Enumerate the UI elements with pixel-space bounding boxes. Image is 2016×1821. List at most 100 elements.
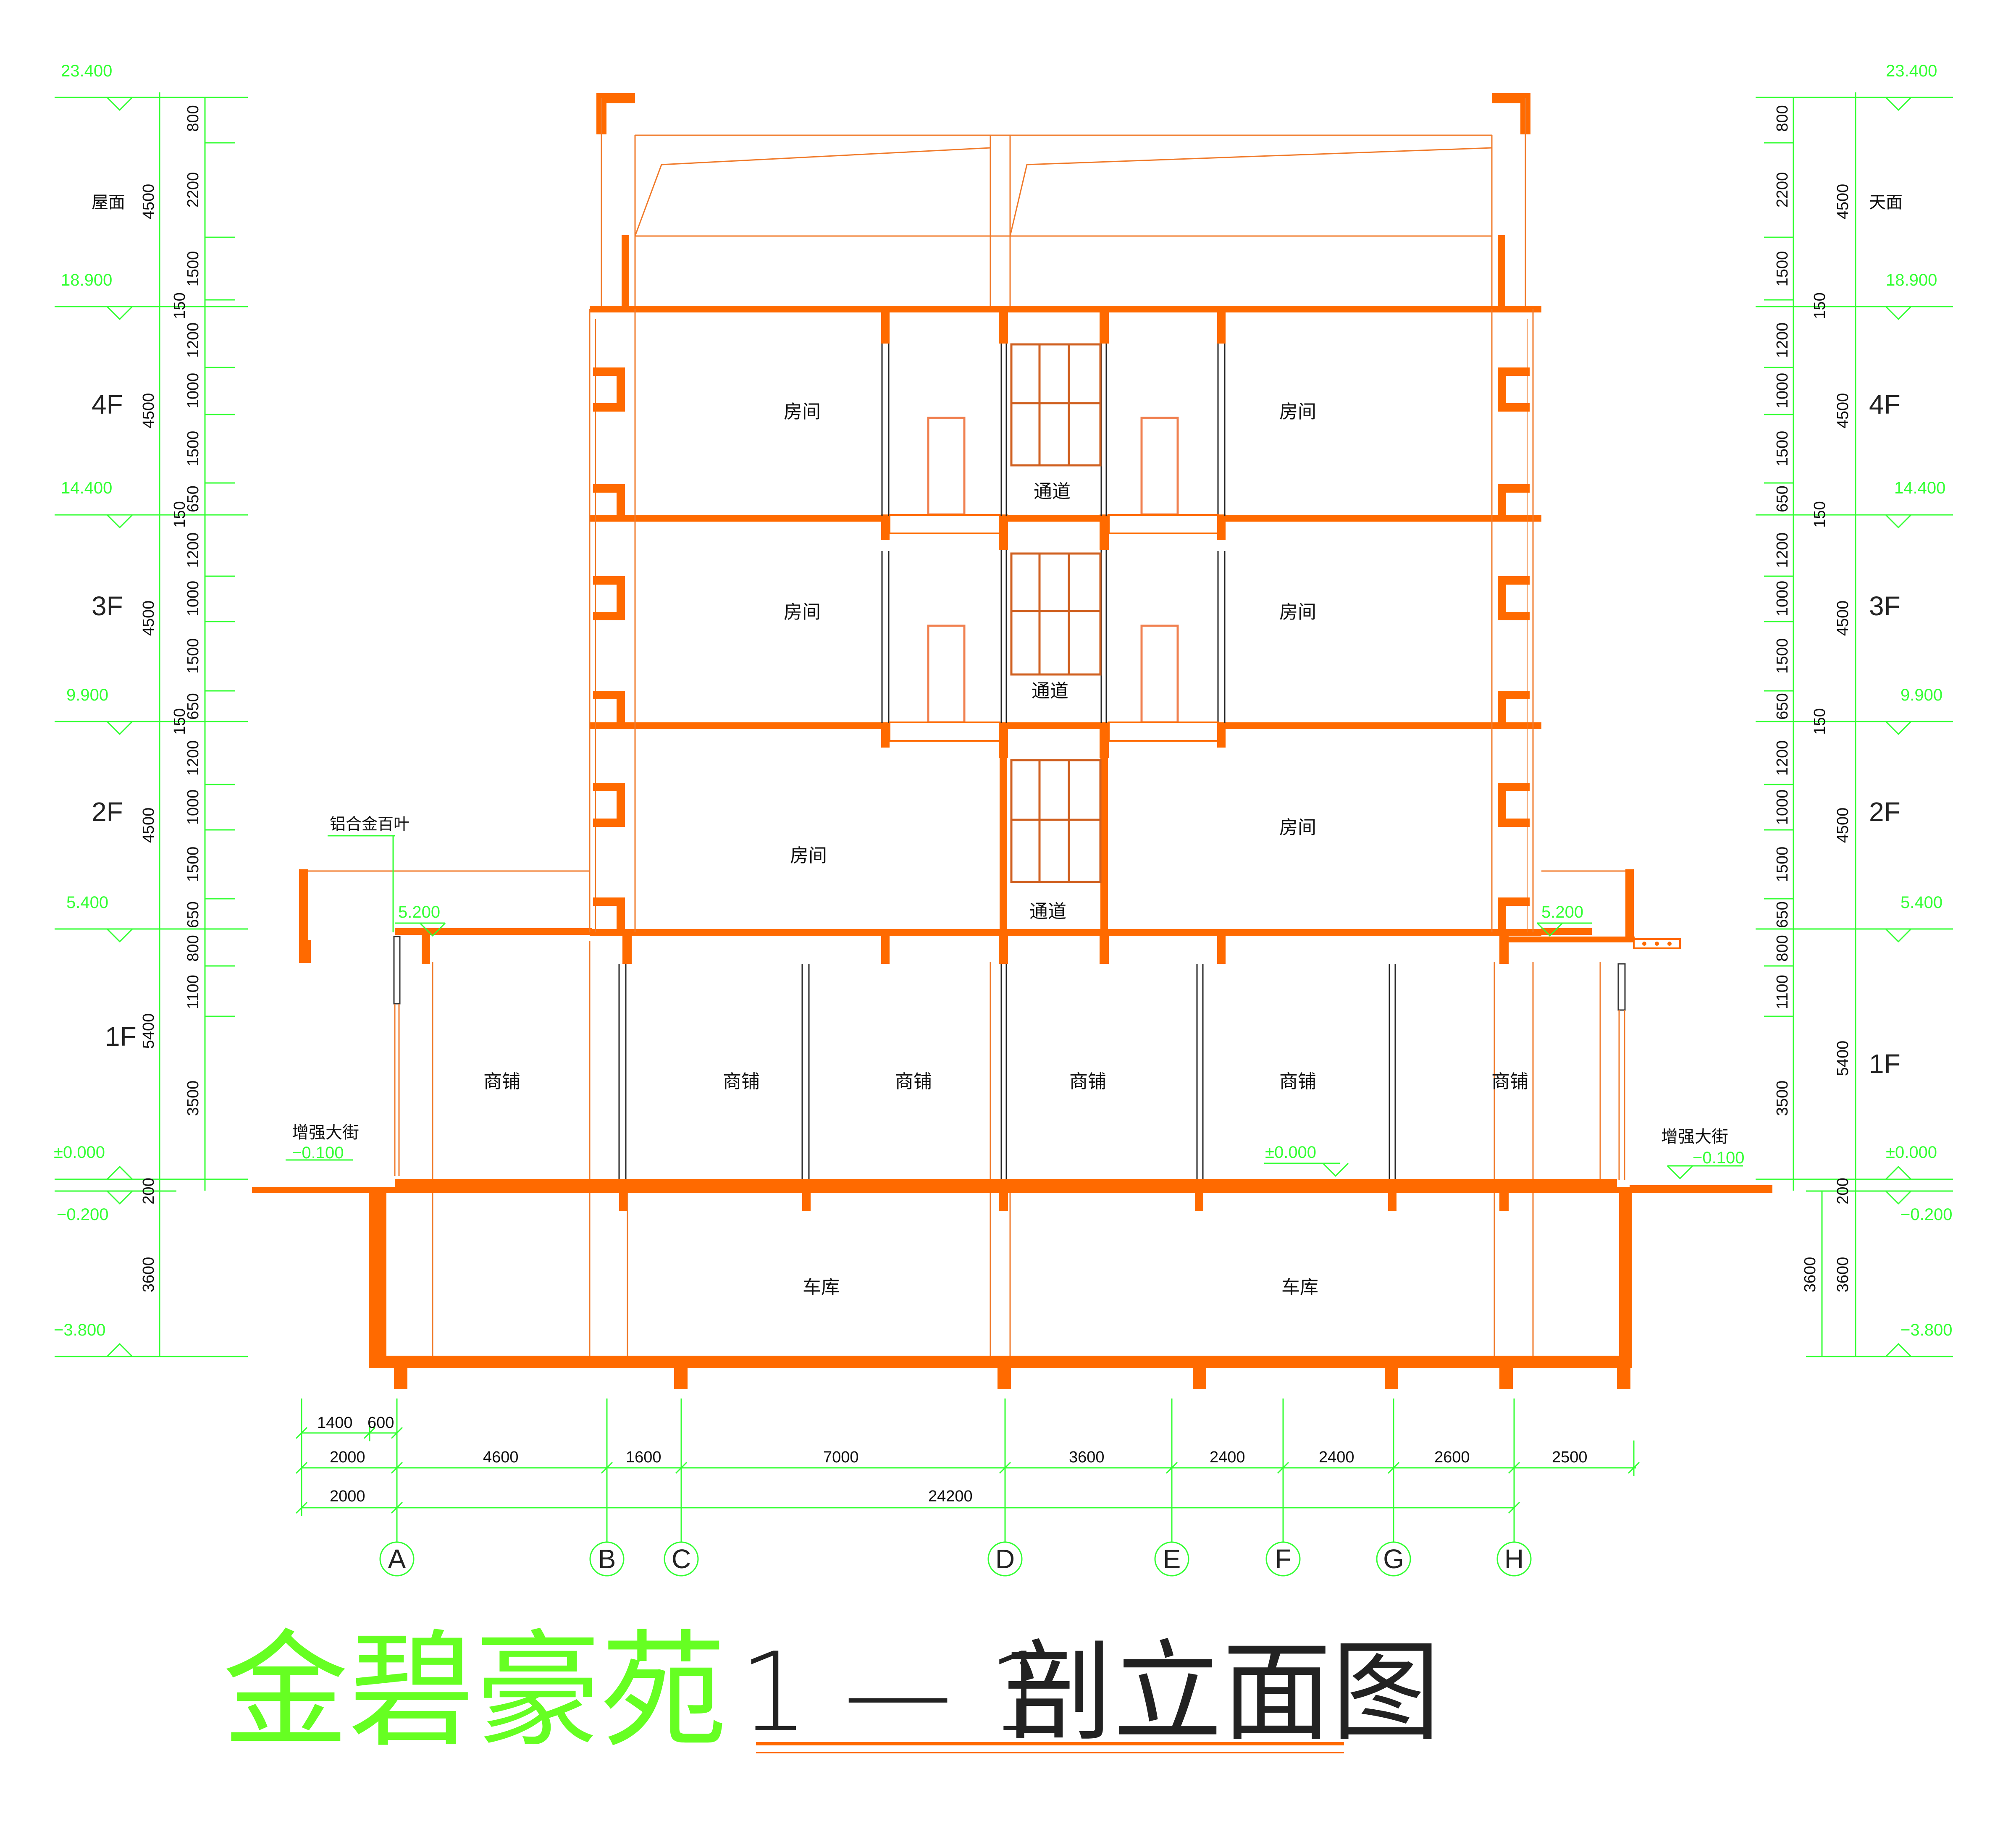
left-inner-dim-13: 150 — [171, 708, 189, 735]
right-outer-dim-1f: 5400 — [1834, 1041, 1852, 1076]
title-drawing-type: 剖立面图 — [1004, 1629, 1441, 1756]
right-inner-dim-12: 650 — [1774, 693, 1791, 719]
right-inner-dim-5: 1000 — [1774, 373, 1791, 409]
floor-3f-left: 3F — [92, 591, 123, 621]
right-outer-dim-roof: 4500 — [1834, 184, 1852, 220]
room-labels: 房间 房间 通道 房间 房间 通道 房间 房间 通道 商铺 商铺 商铺 商铺 商… — [483, 401, 1528, 1298]
shop-label-6: 商铺 — [1491, 1071, 1528, 1092]
right-level-18900: 18.900 — [1886, 271, 1937, 289]
left-inner-dim-6: 1500 — [184, 431, 202, 467]
left-outer-dim-200: 200 — [140, 1178, 158, 1204]
left-inner-dim-20: 3500 — [184, 1081, 202, 1116]
right-outer-dim-3f: 4500 — [1834, 601, 1852, 636]
roof-label-right: 天面 — [1869, 193, 1903, 212]
right-level-14400: 14.400 — [1894, 479, 1945, 497]
left-inner-dim-18: 800 — [184, 935, 202, 961]
street-level-left: −0.100 — [292, 1144, 344, 1162]
hdim-row3-1: 24200 — [928, 1488, 973, 1505]
shop-label-3: 商铺 — [895, 1071, 932, 1092]
axis-f: F — [1275, 1544, 1291, 1574]
right-level-23400: 23.400 — [1886, 62, 1937, 80]
room-label-4f-left: 房间 — [784, 401, 821, 422]
right-inner-dim-1: 2200 — [1774, 172, 1791, 208]
left-level-18900: 18.900 — [61, 271, 112, 289]
right-inner-dim-11: 1500 — [1774, 638, 1791, 674]
hdim-row2-8: 2500 — [1552, 1448, 1588, 1466]
right-level-m3800: −3.800 — [1900, 1321, 1952, 1339]
left-inner-dim-14: 1200 — [184, 740, 202, 776]
right-level-m0200: −0.200 — [1900, 1205, 1952, 1224]
left-inner-dim-4: 1200 — [184, 323, 202, 358]
axis-c: C — [672, 1544, 691, 1574]
right-inner-dim-2: 1500 — [1774, 251, 1791, 287]
right-level-9900: 9.900 — [1900, 686, 1942, 704]
ground-level-mid: ±0.000 — [1265, 1143, 1316, 1162]
left-inner-dim-3: 150 — [171, 292, 189, 319]
left-outer-dim-basement: 3600 — [140, 1257, 158, 1293]
horizontal-dimensions: 1400 600 2000 4600 1600 7000 3600 2400 2… — [295, 1399, 1640, 1554]
right-inner-dim-10: 1000 — [1774, 581, 1791, 617]
left-dimension-column: 23.400 18.900 14.400 9.900 5.400 ±0.000 … — [54, 62, 248, 1357]
right-inner-dim-17: 650 — [1774, 901, 1791, 928]
floor-1f-right: 1F — [1869, 1049, 1900, 1079]
left-inner-dim-1: 2200 — [184, 172, 202, 208]
hdim-row2-0: 2000 — [330, 1448, 365, 1466]
right-inner-dim-13: 150 — [1811, 708, 1829, 735]
floor-1f-left: 1F — [105, 1021, 136, 1052]
building-structure — [252, 93, 1772, 1389]
right-outer-dim-200: 200 — [1834, 1178, 1852, 1204]
left-inner-dim-17: 650 — [184, 901, 202, 928]
left-level-9900: 9.900 — [66, 686, 108, 704]
garage-label-2: 车库 — [1281, 1277, 1318, 1298]
right-outer-dim-2f: 4500 — [1834, 808, 1852, 843]
left-inner-dim-9: 1200 — [184, 533, 202, 568]
room-label-3f-right: 房间 — [1279, 601, 1316, 623]
left-outer-dim-4f: 4500 — [140, 393, 158, 429]
hdim-row3-0: 2000 — [330, 1488, 365, 1505]
room-label-2f-right: 房间 — [1279, 817, 1316, 838]
right-inner-dim-3: 150 — [1811, 292, 1829, 319]
corridor-label-4f: 通道 — [1034, 481, 1071, 502]
right-inner-dim-6: 1500 — [1774, 431, 1791, 467]
title-project-name: 金碧豪苑 — [223, 1618, 727, 1764]
room-label-2f-left: 房间 — [790, 845, 827, 866]
shop-label-2: 商铺 — [723, 1071, 760, 1092]
axis-b: B — [598, 1544, 616, 1574]
right-inner-dim-14: 1200 — [1774, 740, 1791, 776]
left-inner-dim-7: 650 — [184, 485, 202, 512]
street-label-left: 增强大街 — [292, 1123, 359, 1142]
right-inner-dim-8: 150 — [1811, 501, 1829, 527]
floor-2f-left: 2F — [92, 797, 123, 827]
title-section-number: 1 — 1 — [739, 1629, 1057, 1756]
left-inner-dim-2: 1500 — [184, 251, 202, 287]
hdim-row1-0: 1400 — [317, 1414, 353, 1432]
right-extra-dim-basement: 3600 — [1801, 1257, 1819, 1293]
floor-3f-right: 3F — [1869, 591, 1900, 621]
floor-2f-right: 2F — [1869, 797, 1900, 827]
left-outer-dim-1f: 5400 — [140, 1013, 158, 1049]
right-inner-dim-9: 1200 — [1774, 533, 1791, 568]
hdim-row2-3: 7000 — [823, 1448, 859, 1466]
axis-d: D — [995, 1544, 1015, 1574]
podium-level-right: 5.200 — [1541, 903, 1583, 921]
room-label-3f-left: 房间 — [784, 601, 821, 623]
drawing-title: 金碧豪苑 1 — 1 剖立面图 — [223, 1618, 1441, 1764]
left-inner-dim-12: 650 — [184, 693, 202, 719]
right-inner-dim-20: 3500 — [1774, 1081, 1791, 1116]
corridor-label-3f: 通道 — [1032, 680, 1068, 702]
left-level-0000: ±0.000 — [54, 1143, 105, 1162]
hdim-row2-4: 3600 — [1069, 1448, 1105, 1466]
left-inner-dim-0: 800 — [184, 105, 202, 131]
hdim-row2-7: 2600 — [1434, 1448, 1470, 1466]
left-level-m3800: −3.800 — [54, 1321, 105, 1339]
left-level-23400: 23.400 — [61, 62, 112, 80]
street-label-right: 增强大街 — [1661, 1127, 1728, 1147]
hdim-row2-5: 2400 — [1210, 1448, 1245, 1466]
right-inner-dim-7: 650 — [1774, 485, 1791, 512]
hdim-row2-6: 2400 — [1319, 1448, 1354, 1466]
right-outer-dim-basement: 3600 — [1834, 1257, 1852, 1293]
left-outer-dim-2f: 4500 — [140, 808, 158, 843]
left-outer-dim-roof: 4500 — [140, 184, 158, 220]
